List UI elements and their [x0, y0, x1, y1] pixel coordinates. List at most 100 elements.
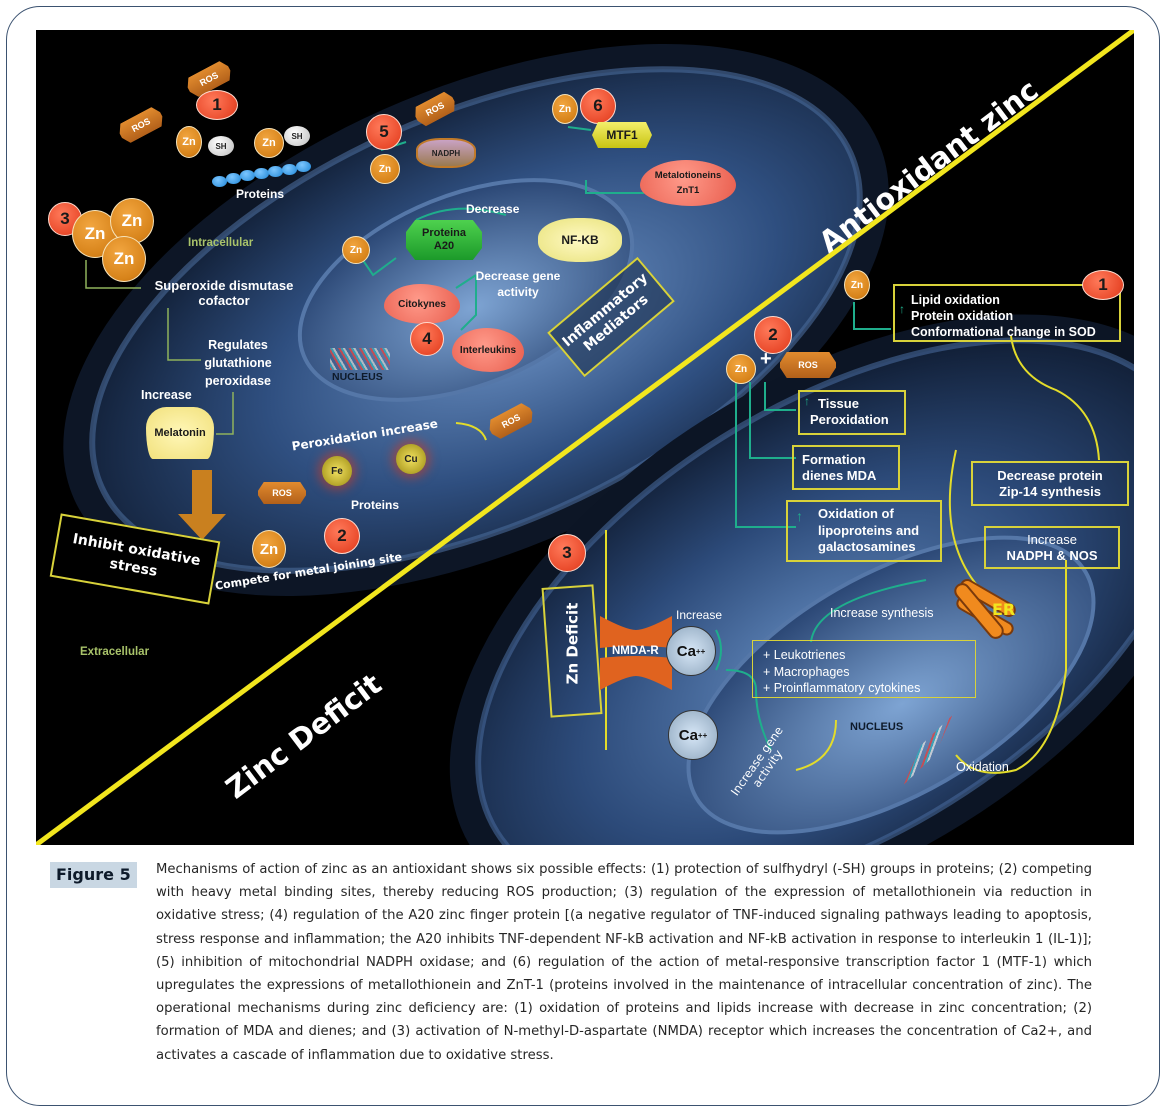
nf-kb: NF-KB — [538, 218, 622, 262]
label-intracellular: Intracellular — [188, 237, 254, 249]
badge-5: 5 — [366, 114, 402, 150]
text-line: Proteina — [421, 227, 466, 239]
zinc-ion: Zn — [176, 126, 202, 158]
text-line: activity — [497, 285, 539, 299]
ros-molecule: ROS — [258, 482, 306, 504]
label-ca: Ca — [678, 726, 698, 744]
increase-nadph-nos-box: Increase NADPH & NOS — [984, 526, 1120, 569]
label-zn-deficit: Zn Deficit — [563, 602, 582, 685]
label-er: ER — [992, 600, 1016, 619]
text-line: Regulates — [208, 338, 268, 352]
figure-image: Antioxidant zinc Zinc Deficit Intracellu… — [36, 30, 1134, 845]
mtf1-factor: MTF1 — [592, 122, 652, 148]
text-line: glutathione — [204, 356, 272, 370]
plus-sign: + — [760, 348, 772, 370]
label-metalotioneins: Metalotioneins — [654, 170, 722, 181]
label-melatonin: Melatonin — [154, 427, 206, 439]
zinc-ion: Zn — [254, 128, 284, 158]
copper-ion: Cu — [396, 444, 426, 474]
text-line: + Macrophages — [763, 664, 850, 679]
zinc-ion: Zn — [102, 236, 146, 282]
sulfhydryl-group: SH — [208, 136, 234, 156]
calcium-ion: Ca++ — [668, 710, 718, 760]
zinc-ion: Zn — [552, 94, 578, 124]
zinc-ion: Zn — [252, 530, 286, 568]
up-arrow-icon: ↑ — [804, 394, 810, 408]
label-increase: Increase — [676, 608, 723, 622]
protein-bead — [212, 176, 227, 187]
protein-bead — [296, 161, 311, 172]
figure-caption: Mechanisms of action of zinc as an antio… — [156, 862, 1092, 1063]
protein-bead — [254, 168, 269, 179]
text-line: peroxidase — [204, 374, 271, 388]
label-znt1: ZnT1 — [676, 185, 700, 196]
label-ca: Ca — [676, 642, 696, 660]
text-line: Decrease gene — [475, 269, 561, 283]
label-decrease: Decrease — [466, 202, 520, 216]
text-line: Increase — [1027, 531, 1077, 547]
text-line: NADPH & NOS — [1006, 547, 1098, 563]
citokynes: Citokynes — [384, 284, 460, 324]
decrease-zip14-box: Decrease protein Zip-14 synthesis — [971, 461, 1129, 506]
badge-4: 4 — [410, 322, 444, 356]
teal-arrows — [357, 126, 927, 751]
tissue-peroxidation-box: ↑ Tissue Peroxidation — [798, 390, 906, 435]
zinc-ion: Zn — [370, 154, 400, 184]
label-nucleus: NUCLEUS — [332, 371, 383, 383]
mitochondria-nadph: NADPH — [416, 138, 476, 168]
right-cell — [449, 314, 1134, 845]
endoplasmic-reticulum-icon — [954, 579, 1016, 639]
diagonal-divider — [36, 30, 1134, 845]
zinc-ion: Zn — [844, 270, 870, 300]
badge-deficit-1: 1 — [1082, 270, 1124, 300]
protein-bead — [268, 166, 283, 177]
badge-1: 1 — [196, 90, 238, 120]
label-nucleus: NUCLEUS — [850, 721, 904, 733]
text-line: Protein oxidation — [911, 309, 1014, 323]
text-line: Decrease protein — [997, 467, 1103, 483]
protein-bead — [282, 164, 297, 175]
text-line: A20 — [433, 240, 455, 252]
oxidation-lipoproteins-box: ↑ Oxidation of lipoproteins and galactos… — [786, 500, 942, 562]
text-line: galactosamines — [818, 539, 916, 554]
formation-dienes-box: Formation dienes MDA — [792, 445, 900, 490]
sulfhydryl-group: SH — [284, 126, 310, 146]
badge-6: 6 — [580, 88, 616, 124]
lipid-protein-oxidation-box: ↑ Lipid oxidation Protein oxidation Conf… — [893, 284, 1121, 342]
text-line: Superoxide dismutase — [154, 278, 294, 293]
label-oxidation: Oxidation — [956, 760, 1009, 774]
text-line: Tissue — [818, 396, 859, 411]
figure-frame — [6, 6, 1160, 1106]
text-line: Formation — [802, 452, 866, 467]
badge-2: 2 — [324, 518, 360, 554]
zinc-ion: Zn — [726, 354, 756, 384]
inhibit-arrow — [178, 470, 226, 540]
zinc-ion: Zn — [342, 236, 370, 264]
ros-molecule: ROS — [780, 352, 836, 378]
label-decrease-gene-activity: Decrease gene activity — [468, 268, 568, 300]
text-line: + Proinflammatory cytokines — [763, 681, 921, 695]
text-line: cofactor — [198, 293, 250, 308]
figure-label: Figure 5 — [50, 862, 137, 888]
label-proteins: Proteins — [351, 498, 400, 512]
text-line: + Leukotrienes — [763, 648, 846, 662]
dna-helix-icon — [330, 348, 390, 370]
calcium-ion: Ca++ — [666, 626, 716, 676]
label-proteins: Proteins — [236, 187, 285, 201]
sod-arrows — [85, 260, 234, 435]
iron-ion: Fe — [322, 456, 352, 486]
label-regulates-glutathione: Regulates glutathione peroxidase — [198, 336, 278, 390]
label-increase-synthesis: Increase synthesis — [830, 606, 934, 620]
text-line: Zip-14 synthesis — [999, 483, 1101, 499]
badge-deficit-3: 3 — [548, 534, 586, 572]
label-ca-charge: ++ — [697, 730, 708, 740]
interleukins: Interleukins — [452, 328, 524, 372]
label-superoxide-dismutase: Superoxide dismutase cofactor — [148, 278, 300, 308]
text-line: Lipid oxidation — [911, 293, 1000, 307]
nmda-receptor-icon — [600, 616, 672, 690]
text-line: dienes MDA — [802, 468, 877, 483]
label-extracellular: Extracellular — [80, 646, 150, 658]
label-increase: Increase — [141, 388, 192, 402]
text-line: Oxidation of — [818, 506, 894, 521]
metalotioneins-znt1: Metalotioneins ZnT1 — [640, 160, 736, 206]
